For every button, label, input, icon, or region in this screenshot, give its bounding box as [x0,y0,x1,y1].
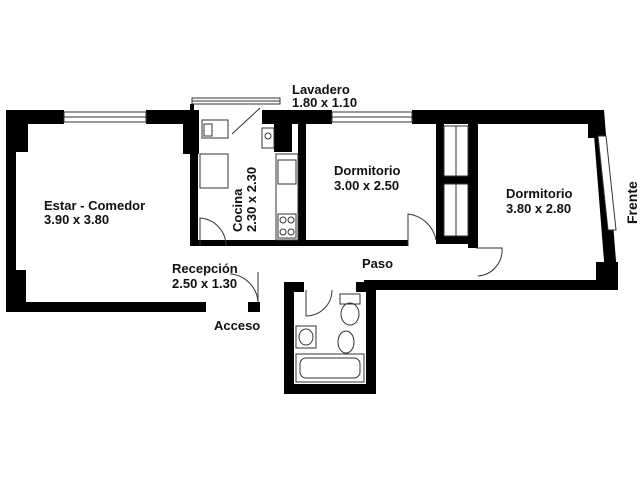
paso-label: Paso [362,256,393,271]
lavadero-size: 1.80 x 1.10 [292,95,357,110]
cocina-name: Cocina [230,188,245,232]
recepcion-size: 2.50 x 1.30 [172,276,237,291]
doors [199,213,503,317]
dormitorio2-name: Dormitorio [506,186,573,201]
acceso-label: Acceso [214,318,260,333]
lavadero-name: Lavadero [292,82,350,97]
estar-name: Estar - Comedor [44,198,145,213]
windows [63,97,617,237]
labels: Lavadero 1.80 x 1.10 Estar - Comedor 3.9… [44,82,640,333]
estar-size: 3.90 x 3.80 [44,212,109,227]
fixtures [199,107,365,383]
cocina-size: 2.30 x 2.30 [244,167,259,232]
dormitorio1-name: Dormitorio [334,163,401,178]
recepcion-name: Recepción [172,261,238,276]
dormitorio2-size: 3.80 x 2.80 [506,201,571,216]
dormitorio1-size: 3.00 x 2.50 [334,178,399,193]
walls [6,104,618,394]
frente-label: Frente [624,181,640,224]
